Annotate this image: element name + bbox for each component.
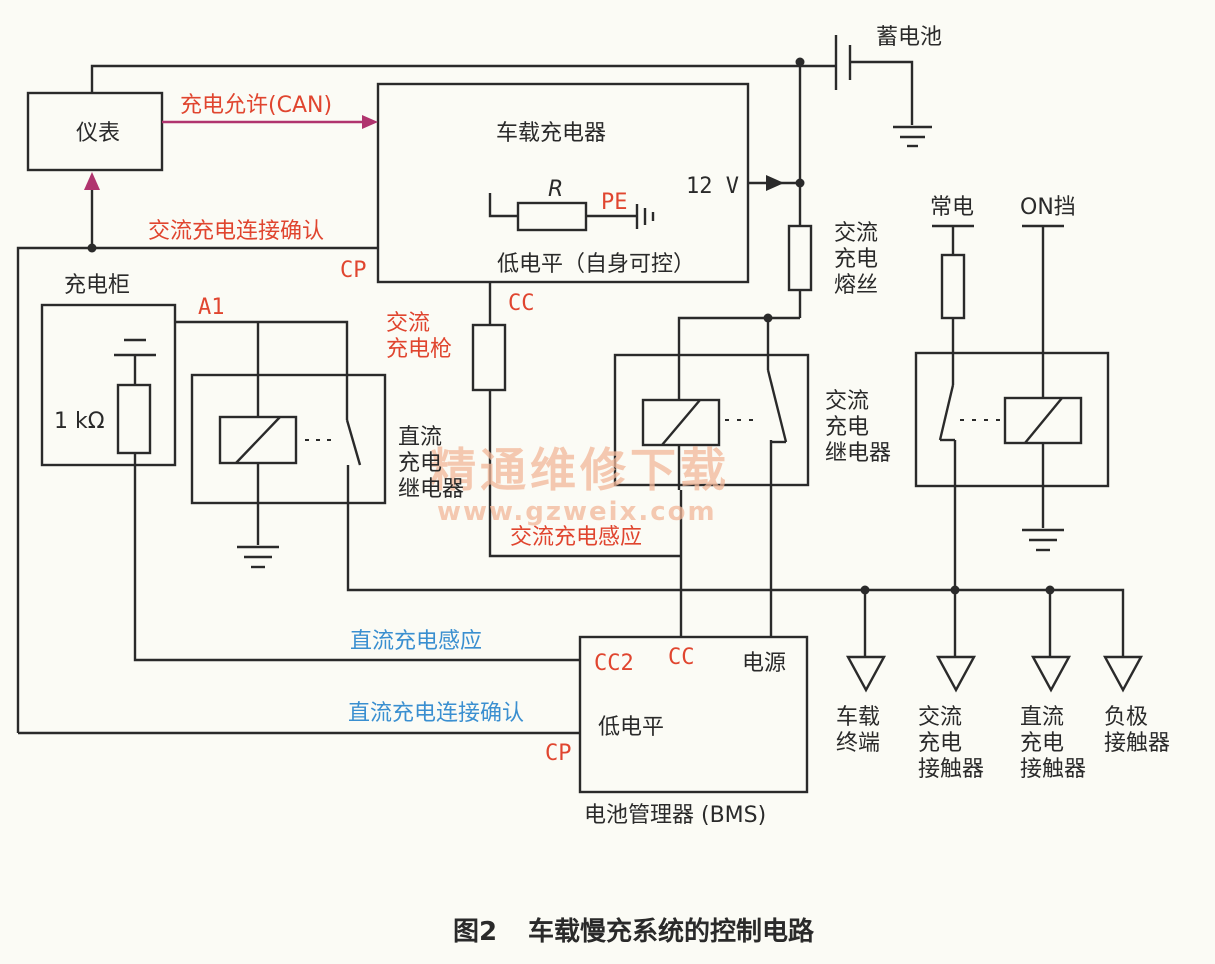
label-meter: 仪表 [76, 121, 120, 146]
wire-output-bus [346, 465, 1125, 657]
battery-symbol [834, 35, 852, 90]
label-out3-3: 接触器 [1020, 757, 1086, 782]
ground-dc-relay-icon [237, 545, 279, 569]
label-battery: 蓄电池 [876, 25, 942, 50]
label-out2-3: 接触器 [918, 757, 984, 782]
ac-relay-box [613, 353, 810, 487]
dc-relay-box [190, 373, 387, 505]
constant-fuse [940, 253, 966, 320]
label-ac-fuse-3: 熔丝 [834, 273, 878, 298]
label-ac-sense: 交流充电感应 [510, 525, 642, 550]
label-pe: PE [601, 190, 628, 215]
label-out4-2: 接触器 [1104, 731, 1170, 756]
label-dc-relay-3: 继电器 [398, 477, 464, 502]
obc-box [376, 82, 750, 284]
label-dc-confirm: 直流充电连接确认 [348, 701, 524, 726]
figure-title: 车载慢充系统的控制电路 [528, 916, 815, 947]
junction-ac-relay [763, 313, 773, 323]
label-out3-1: 直流 [1020, 705, 1064, 730]
figure-number: 图2 [453, 917, 497, 947]
ac-fuse [787, 224, 813, 292]
on-relay-coil-icon [938, 384, 1083, 445]
junction-out3 [1045, 585, 1055, 595]
junction-out1 [860, 585, 870, 595]
label-out2-1: 交流 [918, 705, 962, 730]
junction-12v [795, 178, 805, 188]
resistor-1k [116, 383, 152, 455]
label-dc-relay-1: 直流 [398, 425, 442, 450]
label-cc-obc: CC [508, 291, 535, 316]
label-out4-1: 负极 [1104, 705, 1148, 730]
label-cp-bms: CP [545, 741, 572, 766]
label-bms: 电池管理器 (BMS) [584, 803, 766, 828]
ground-battery-icon [893, 125, 932, 148]
wire-a1 [175, 320, 349, 420]
wire-ac-confirm-cp [16, 246, 378, 733]
label-cp-obc: CP [340, 258, 367, 283]
label-ac-fuse-2: 充电 [834, 247, 878, 272]
junction-out2 [950, 585, 960, 595]
junction-battery [795, 57, 805, 67]
label-cc-bms: CC [668, 645, 695, 670]
label-obc: 车载充电器 [496, 121, 606, 146]
output-triangles [845, 655, 1144, 693]
meter-arrow-icon [84, 172, 100, 190]
wire-obc-r-left [488, 193, 518, 218]
label-dc-sense: 直流充电感应 [350, 629, 482, 654]
label-12v: 12 V [686, 174, 739, 199]
label-ac-gun-2: 充电枪 [386, 337, 452, 362]
label-low-level-self: 低电平（自身可控） [497, 252, 695, 277]
label-ac-gun-1: 交流 [386, 311, 430, 336]
ground-cabinet-icon [114, 338, 156, 357]
label-out1-1: 车载 [836, 705, 880, 730]
wire-battery-ground [850, 60, 914, 125]
ground-on-relay-icon [1022, 528, 1064, 552]
label-out3-2: 充电 [1020, 731, 1064, 756]
label-dc-relay-2: 充电 [398, 451, 442, 476]
charger-cabinet-box [40, 303, 177, 467]
out-neg-contactor-icon [1102, 655, 1144, 693]
bms-box [578, 635, 809, 794]
label-1k: 1 kΩ [54, 409, 105, 434]
label-out1-2: 终端 [836, 731, 880, 756]
label-r: R [548, 177, 563, 202]
ac-relay-coil-icon [641, 369, 788, 447]
can-arrow-icon [362, 115, 378, 129]
resistor-r [516, 201, 588, 232]
wires [16, 60, 1125, 735]
dc-relay-coil-icon [218, 415, 362, 466]
meter-box [26, 91, 164, 172]
label-cc2: CC2 [594, 651, 634, 676]
label-on-gear: ON挡 [1020, 195, 1076, 220]
out-ac-contactor-icon [935, 655, 977, 693]
right-relay-box [914, 351, 1110, 488]
wire-battery-top [90, 64, 835, 92]
watermark-text: 精通维修下载 [430, 443, 730, 497]
label-charge-permit: 充电允许(CAN) [180, 93, 332, 118]
out-terminal-icon [845, 655, 887, 693]
label-low-level: 低电平 [598, 715, 664, 740]
label-ac-relay-2: 充电 [825, 415, 869, 440]
wire-dc-sense [133, 453, 580, 662]
label-a1: A1 [198, 295, 225, 320]
label-out2-2: 充电 [918, 731, 962, 756]
junctions [87, 57, 1055, 595]
label-constant-power: 常电 [930, 195, 974, 220]
ground-pe-icon [635, 204, 655, 229]
ac-charging-gun [471, 323, 507, 392]
v12-arrow-icon [766, 175, 784, 191]
label-ac-relay-1: 交流 [825, 389, 869, 414]
wire-ac-sense [488, 390, 681, 558]
label-ac-confirm: 交流充电连接确认 [148, 219, 324, 244]
label-ac-fuse-1: 交流 [834, 221, 878, 246]
label-power: 电源 [742, 651, 786, 676]
watermark-url: www.gzweix.com [437, 497, 717, 527]
arrows [84, 115, 784, 191]
label-ac-relay-3: 继电器 [825, 441, 891, 466]
junction-cp [87, 243, 97, 253]
label-charger-cabinet: 充电柜 [64, 273, 130, 298]
out-dc-contactor-icon [1030, 655, 1072, 693]
